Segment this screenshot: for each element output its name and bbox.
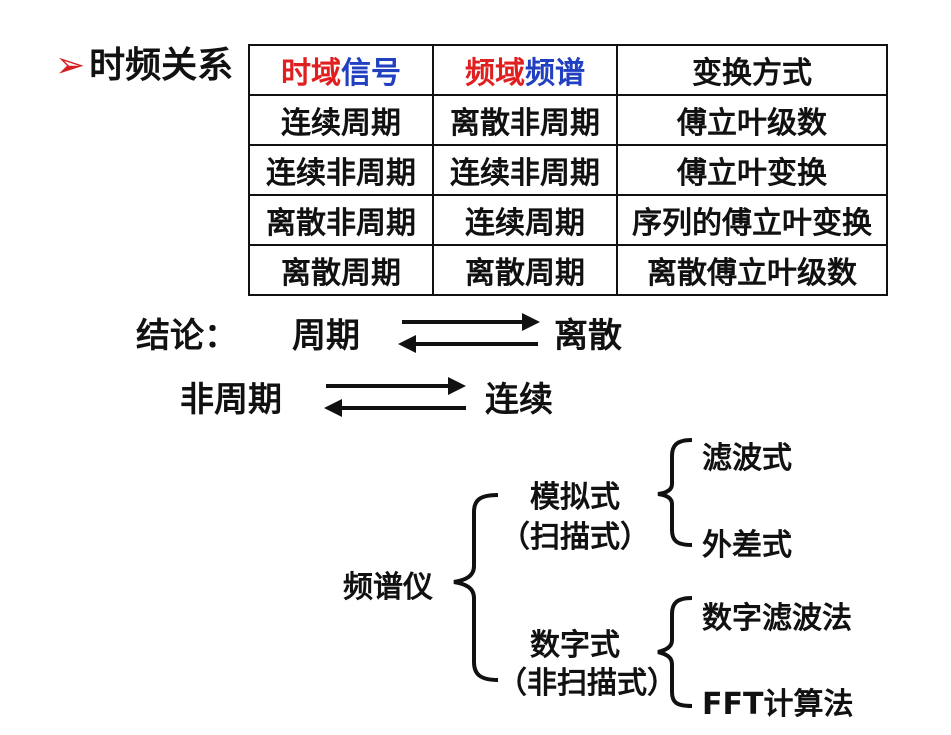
tree-leaf: FFT计算法 (702, 687, 854, 722)
heading-text: 时频关系 (89, 45, 234, 86)
header-time-domain: 时域信号 (248, 44, 434, 96)
table-row: 离散周期 离散周期 离散傅立叶级数 (248, 244, 888, 296)
tree-digital-title: 数字式 (530, 628, 620, 663)
tree-digital-subtitle: （非扫描式） (497, 666, 677, 701)
tree-analog-subtitle: （扫描式） (500, 520, 650, 555)
table-cell: 离散周期 (248, 244, 434, 296)
table-cell: 离散非周期 (432, 94, 618, 146)
table-cell: 连续非周期 (432, 144, 618, 196)
table-header-row: 时域信号 频域频谱 变换方式 (248, 44, 888, 96)
tree-root: 频谱仪 (343, 570, 433, 605)
table-cell: 连续周期 (432, 194, 618, 246)
table-cell: 连续非周期 (248, 144, 434, 196)
brace-icon (657, 438, 693, 547)
right-arrow-icon (326, 377, 466, 395)
pair1-right: 离散 (554, 316, 622, 356)
tree-leaf: 外差式 (702, 528, 792, 563)
brace-icon (453, 493, 499, 682)
pair1-left: 周期 (292, 316, 360, 356)
table-cell: 连续周期 (248, 94, 434, 146)
header-freq-domain: 频域频谱 (432, 44, 618, 96)
pair2-left: 非周期 (180, 380, 282, 420)
right-arrow-icon (402, 313, 540, 331)
header-transform: 变换方式 (616, 44, 888, 96)
table-row: 连续周期 离散非周期 傅立叶级数 (248, 94, 888, 146)
pair2-right: 连续 (485, 380, 553, 420)
tree-leaf: 数字滤波法 (702, 601, 852, 636)
bullet-arrow-icon: ➢ (55, 45, 86, 86)
table-cell: 离散周期 (432, 244, 618, 296)
table-cell: 序列的傅立叶变换 (616, 194, 888, 246)
conclusion-label: 结论： (136, 316, 238, 356)
time-frequency-table: 时域信号 频域频谱 变换方式 连续周期 离散非周期 傅立叶级数 连续非周期 连续… (248, 44, 888, 296)
table-cell: 离散非周期 (248, 194, 434, 246)
tree-leaf: 滤波式 (702, 441, 792, 476)
table-cell: 离散傅立叶级数 (616, 244, 888, 296)
section-heading: ➢时频关系 (55, 40, 233, 92)
table-cell: 傅立叶级数 (616, 94, 888, 146)
left-arrow-icon (324, 399, 466, 417)
table-cell: 傅立叶变换 (616, 144, 888, 196)
table-row: 离散非周期 连续周期 序列的傅立叶变换 (248, 194, 888, 246)
brace-icon (657, 596, 693, 708)
left-arrow-icon (398, 335, 538, 353)
tree-analog-title: 模拟式 (530, 480, 620, 515)
table-row: 连续非周期 连续非周期 傅立叶变换 (248, 144, 888, 196)
